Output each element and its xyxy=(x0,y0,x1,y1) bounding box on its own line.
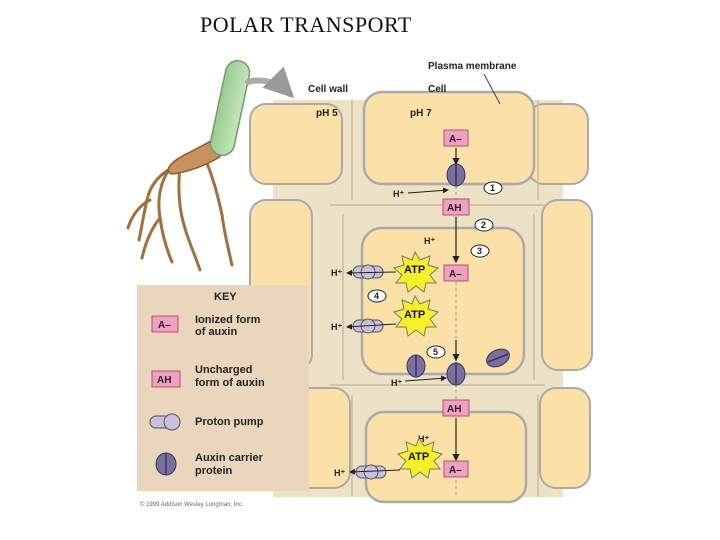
proton-pump-arrow xyxy=(349,468,401,475)
step-label: 4 xyxy=(374,291,379,301)
step-marker: 1 xyxy=(483,181,503,195)
badge-label: A– xyxy=(449,134,462,145)
step-marker: 2 xyxy=(474,218,494,232)
auxin-ionized-badge: A– xyxy=(443,460,469,478)
step-label: 5 xyxy=(433,347,438,357)
proton-label: H⁺ xyxy=(334,468,345,478)
auxin-uncharged-badge: AH xyxy=(442,198,470,216)
key-heading: KEY xyxy=(214,291,237,303)
atp-label: ATP xyxy=(404,309,425,321)
key-pump-label: Proton pump xyxy=(195,416,264,428)
plasma-membrane-leader xyxy=(483,73,501,105)
proton-pump xyxy=(352,264,384,280)
key-ionized-symbol: A– xyxy=(151,315,179,333)
proton-pump-arrow xyxy=(346,269,397,276)
auxin-carrier-protein xyxy=(446,362,466,386)
proton-arrow xyxy=(404,375,447,382)
key-panel: KEY A– Ionized form of auxin AH Uncharge… xyxy=(137,285,309,491)
proton-label: H⁺ xyxy=(424,236,435,246)
auxin-ionized-badge: A– xyxy=(443,264,469,282)
seedling-illustration xyxy=(126,60,295,272)
proton-pump xyxy=(355,464,387,480)
cell-right-bottom xyxy=(539,387,591,489)
cell-right-top xyxy=(527,103,589,185)
key-uncharged-label-2: form of auxin xyxy=(195,377,265,389)
key-uncharged-symbol: AH xyxy=(151,370,181,388)
zoom-arrow xyxy=(245,66,295,99)
key-carrier-label: Auxin carrier xyxy=(195,452,264,464)
main-cell-middle xyxy=(360,226,526,376)
ph-wall-label: pH 5 xyxy=(316,108,338,119)
shoot-stem xyxy=(209,60,251,156)
plasma-membrane-label: Plasma membrane xyxy=(428,61,517,72)
proton-label: H⁺ xyxy=(331,322,342,332)
step-marker: 4 xyxy=(367,289,387,303)
atp-burst: ATP xyxy=(392,294,440,337)
badge-label: AH xyxy=(447,203,461,214)
ph-cell-label: pH 7 xyxy=(410,108,432,119)
key-ionized-label: Ionized form xyxy=(195,314,261,326)
step-label: 1 xyxy=(490,183,495,193)
auxin-ionized-badge: A– xyxy=(443,129,469,147)
auxin-carrier-protein xyxy=(446,163,466,187)
proton-arrow xyxy=(407,187,449,194)
step-label: 3 xyxy=(477,246,482,256)
root-system xyxy=(126,150,234,272)
step-label: 2 xyxy=(481,220,486,230)
page-title: POLAR TRANSPORT xyxy=(200,12,412,37)
badge-label: A– xyxy=(449,269,462,280)
atp-burst: ATP xyxy=(392,250,440,293)
cell-wall-label: Cell wall xyxy=(308,84,348,95)
copyright-notice: © 1999 Addison Wesley Longman, Inc. xyxy=(140,501,244,508)
cell-label: Cell xyxy=(428,84,447,95)
proton-label: H⁺ xyxy=(393,189,404,199)
step-marker: 5 xyxy=(426,345,446,359)
badge-label: A– xyxy=(158,320,171,331)
badge-label: AH xyxy=(447,404,461,415)
cell-left-top xyxy=(249,103,343,185)
proton-label: H⁺ xyxy=(391,378,402,388)
key-ionized-label-2: of auxin xyxy=(195,326,237,338)
key-carrier-symbol xyxy=(155,452,177,476)
auxin-carrier-protein xyxy=(486,348,510,368)
proton-label: H⁺ xyxy=(331,268,342,278)
key-uncharged-label: Uncharged xyxy=(195,364,252,376)
step-marker: 3 xyxy=(470,244,490,258)
key-proton-pump-symbol xyxy=(149,413,181,431)
key-carrier-label-2: protein xyxy=(195,465,233,477)
cell-right-mid xyxy=(541,199,593,371)
atp-label: ATP xyxy=(408,451,429,463)
auxin-uncharged-badge: AH xyxy=(442,399,470,417)
proton-pump-arrow xyxy=(346,323,397,330)
atp-label: ATP xyxy=(404,264,425,276)
badge-label: A– xyxy=(449,465,462,476)
badge-label: AH xyxy=(157,375,171,386)
atp-burst: ATP xyxy=(396,436,444,479)
proton-label: H⁺ xyxy=(418,434,429,444)
auxin-carrier-protein xyxy=(406,354,426,378)
cell-wall-outline xyxy=(330,100,545,497)
main-cell-bottom xyxy=(364,410,528,504)
